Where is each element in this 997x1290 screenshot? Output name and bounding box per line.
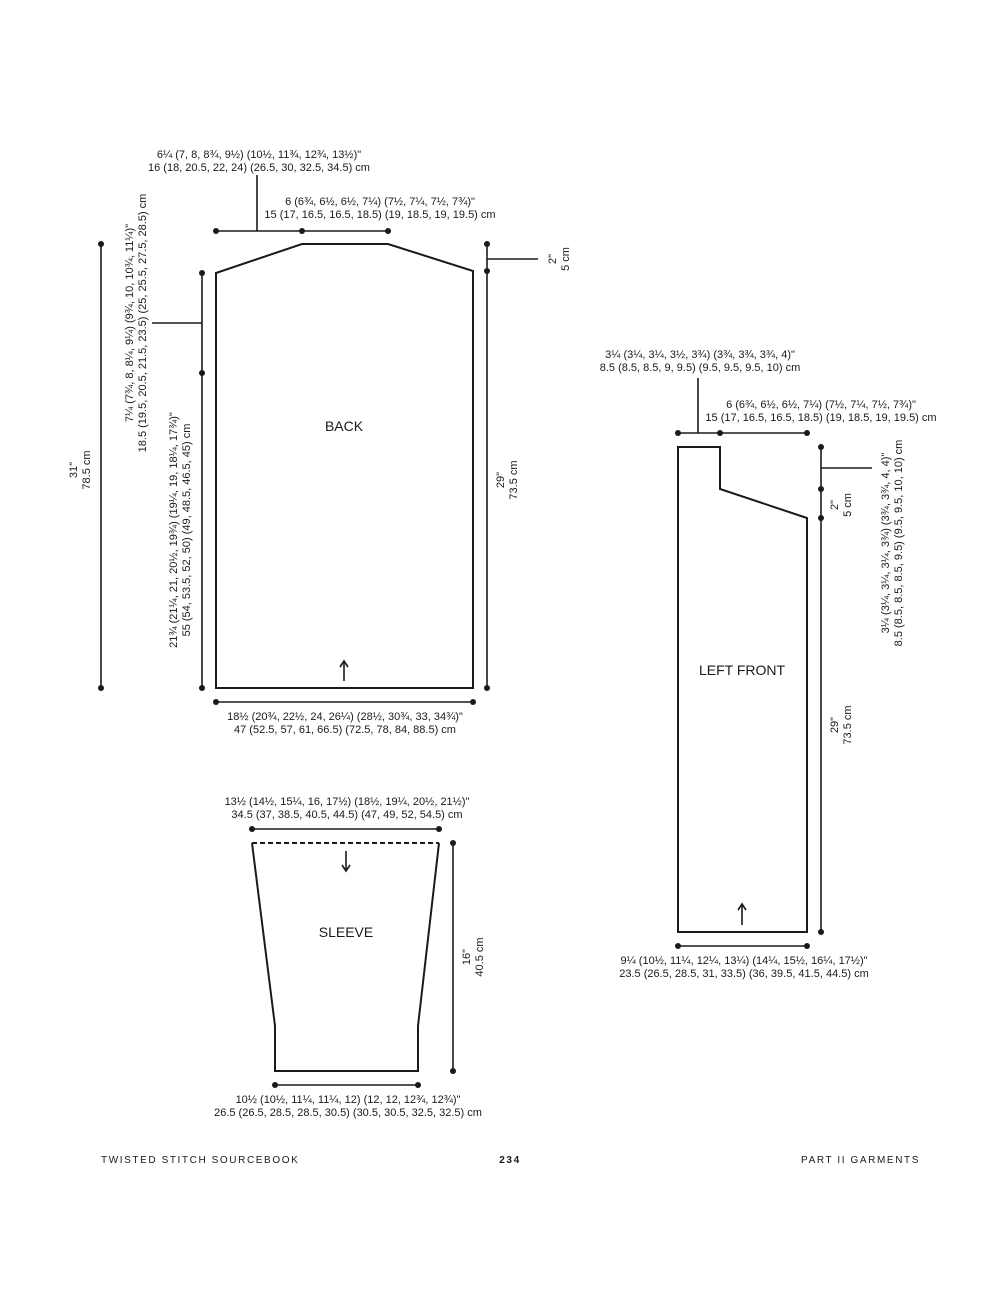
back-piece: BACK 6¼ (7, 8, 8¾, 9½) (10½, 11¾, 12¾, 1… [68, 149, 572, 736]
left-front-right-dimension [818, 444, 872, 935]
back-armhole-cm: 18.5 (19.5, 20.5, 21.5, 23.5) (25, 25.5,… [137, 194, 149, 453]
left-front-shoulder-in: 6 (6¾, 6½, 6½, 7¼) (7½, 7¼, 7½, 7¾)" [726, 399, 916, 411]
left-front-width-dimension [675, 943, 810, 949]
sleeve-piece: SLEEVE 13½ (14½, 15¼, 16, 17½) (18½, 19¼… [214, 796, 486, 1119]
left-front-top-dimension [675, 378, 810, 436]
back-neck-width-in: 6¼ (7, 8, 8¾, 9½) (10½, 11¾, 12¾, 13½)" [157, 149, 361, 161]
left-front-drop-in: 2" [829, 500, 841, 510]
sleeve-length-in: 16" [461, 949, 473, 965]
sleeve-top-dimension [249, 826, 442, 832]
back-neck-dimension [213, 175, 391, 234]
left-front-neck-in: 3¼ (3¼, 3¼, 3½, 3¾) (3¾, 3¾, 3¾, 4)" [605, 349, 795, 361]
left-front-width-cm: 23.5 (26.5, 28.5, 31, 33.5) (36, 39.5, 4… [619, 968, 869, 980]
back-neck-width-cm: 16 (18, 20.5, 22, 24) (26.5, 30, 32.5, 3… [148, 162, 370, 174]
left-front-neck-depth-cm: 8.5 (8.5, 8.5, 8.5, 9.5) (9.5, 9.5, 10, … [893, 440, 905, 647]
left-front-shoulder-cm: 15 (17, 16.5, 16.5, 18.5) (19, 18.5, 19,… [705, 412, 936, 424]
back-outline [215, 243, 474, 689]
sleeve-length-dimension [450, 840, 456, 1074]
sleeve-cuff-in: 10½ (10½, 11¼, 11¼, 12) (12, 12, 12¾, 12… [236, 1094, 461, 1106]
left-front-neck-cm: 8.5 (8.5, 8.5, 9, 9.5) (9.5, 9.5, 9.5, 1… [600, 362, 801, 374]
back-total-length-in: 31" [68, 462, 80, 478]
back-total-length-cm: 78.5 cm [81, 450, 93, 489]
back-side-cm: 55 (54, 53.5, 52, 50) (49, 48.5, 46.5, 4… [181, 424, 193, 637]
sleeve-top-in: 13½ (14½, 15¼, 16, 17½) (18½, 19¼, 20½, … [225, 796, 470, 808]
footer-book-title: TWISTED STITCH SOURCEBOOK [101, 1155, 300, 1166]
back-width-cm: 47 (52.5, 57, 61, 66.5) (72.5, 78, 84, 8… [234, 724, 456, 736]
left-front-label: LEFT FRONT [699, 662, 786, 678]
page-number: 234 [499, 1155, 521, 1166]
left-front-grain-arrow [737, 902, 747, 925]
left-front-width-in: 9¼ (10½, 11¼, 12¼, 13¼) (14¼, 15½, 16¼, … [620, 955, 867, 967]
back-shoulder-cm: 15 (17, 16.5, 16.5, 18.5) (19, 18.5, 19,… [264, 209, 495, 221]
sleeve-outline [251, 842, 440, 1072]
back-shoulder-drop-cm: 5 cm [560, 247, 572, 271]
sleeve-length-cm: 40.5 cm [474, 937, 486, 976]
sleeve-cuff-cm: 26.5 (26.5, 28.5, 28.5, 30.5) (30.5, 30.… [214, 1107, 482, 1119]
left-front-outline [677, 446, 808, 933]
back-shoulder-in: 6 (6¾, 6½, 6½, 7¼) (7½, 7¼, 7½, 7¾)" [285, 196, 475, 208]
back-side-in: 21¾ (21¼, 21, 20½, 19¾) (19¼, 19, 18¼, 1… [168, 412, 180, 648]
left-front-drop-cm: 5 cm [842, 493, 854, 517]
back-shoulder-drop-in: 2" [547, 254, 559, 264]
back-grain-arrow [339, 659, 349, 681]
back-length-in: 29" [495, 472, 507, 488]
sleeve-label: SLEEVE [319, 924, 373, 940]
left-front-piece: LEFT FRONT 3¼ (3¼, 3¼, 3½, 3¾) (3¾, 3¾, … [600, 349, 937, 980]
sleeve-top-cm: 34.5 (37, 38.5, 40.5, 44.5) (47, 49, 52,… [231, 809, 462, 821]
back-width-dimension [213, 699, 476, 705]
back-length-cm: 73.5 cm [508, 460, 520, 499]
left-front-length-cm: 73.5 cm [842, 705, 854, 744]
back-total-dimension [98, 241, 104, 691]
back-left-dimension [152, 270, 205, 691]
left-front-length-in: 29" [829, 717, 841, 733]
back-right-dimension [484, 241, 538, 691]
back-label: BACK [325, 418, 364, 434]
footer-section: PART II GARMENTS [801, 1155, 920, 1166]
left-front-neck-depth-in: 3¼ (3¼, 3¼, 3¼, 3¾) (3¾, 3¾, 4, 4)" [880, 453, 892, 634]
back-armhole-in: 7¼ (7¾, 8, 8¼, 9¼) (9¾, 10, 10¾, 11¼)" [124, 224, 136, 422]
back-width-in: 18½ (20¾, 22½, 24, 26¼) (28½, 30¾, 33, 3… [227, 711, 463, 723]
sleeve-cuff-dimension [272, 1082, 421, 1088]
sleeve-grain-arrow [341, 851, 351, 873]
